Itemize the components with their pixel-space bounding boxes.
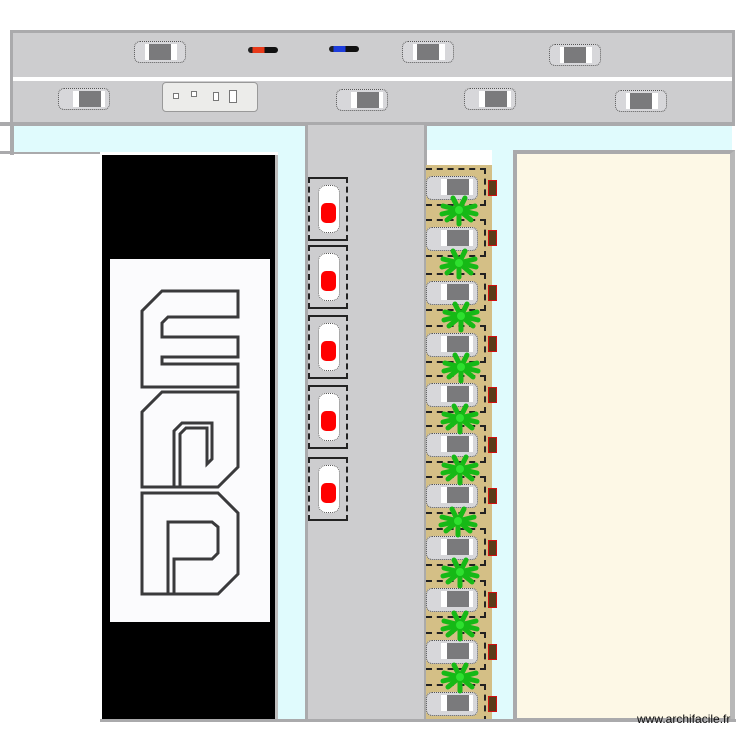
hedge-icon [488, 540, 497, 556]
palm-icon [442, 198, 476, 224]
egd-logo-icon [140, 289, 240, 596]
palm-icon [441, 509, 475, 535]
parking-spot-right-7[interactable] [426, 476, 486, 514]
sidewalk-left-column [278, 150, 305, 722]
palm-icon [442, 251, 476, 277]
palm-icon [443, 457, 477, 483]
car-bottom-lane-4 [615, 90, 667, 112]
bus [162, 82, 258, 112]
left-boundary-bottom [0, 151, 100, 154]
car-bottom-lane-3 [464, 88, 516, 110]
hedge-icon [488, 437, 497, 453]
palm-icon [443, 406, 477, 432]
road-curb [0, 122, 735, 126]
parking-spot-left-3[interactable] [308, 315, 348, 379]
car-top-lane-1 [134, 41, 186, 63]
motorbike-red [248, 47, 278, 53]
hedge-icon [488, 285, 497, 301]
parking-spot-right-5[interactable] [426, 375, 486, 413]
parking-spot-right-8[interactable] [426, 528, 486, 566]
building-sign [110, 259, 270, 622]
car-top-lane-2 [402, 41, 454, 63]
sidewalk-left [14, 125, 349, 152]
hedge-icon [488, 230, 497, 246]
parking-spot-left-5[interactable] [308, 457, 348, 521]
hedge-icon [488, 592, 497, 608]
watermark[interactable]: www.archifacile.fr [637, 712, 731, 726]
parking-spot-right-2[interactable] [426, 219, 486, 257]
palm-icon [444, 355, 478, 381]
bottom-boundary [100, 719, 736, 722]
hedge-icon [488, 488, 497, 504]
car-bottom-lane-1 [58, 88, 110, 110]
car-bottom-lane-2 [336, 89, 388, 111]
parking-spot-right-4[interactable] [426, 325, 486, 363]
sidewalk-right-wall [424, 125, 427, 165]
palm-icon [443, 560, 477, 586]
palm-icon [443, 665, 477, 691]
sidewalk-right [427, 125, 732, 150]
hedge-icon [488, 336, 497, 352]
palm-icon [444, 304, 478, 330]
left-boundary-wall [10, 120, 14, 155]
parking-spot-left-2[interactable] [308, 245, 348, 309]
hedge-icon [488, 696, 497, 712]
hedge-icon [488, 387, 497, 403]
car-top-lane-3 [549, 44, 601, 66]
palm-icon [443, 613, 477, 639]
motorbike-blue [329, 46, 359, 52]
hedge-icon [488, 180, 497, 196]
hedge-icon [488, 644, 497, 660]
road-center-line [13, 77, 732, 81]
sidewalk-right-column [492, 150, 513, 722]
parking-spot-left-4[interactable] [308, 385, 348, 449]
empty-lot [513, 150, 735, 722]
parking-spot-left-1[interactable] [308, 177, 348, 241]
